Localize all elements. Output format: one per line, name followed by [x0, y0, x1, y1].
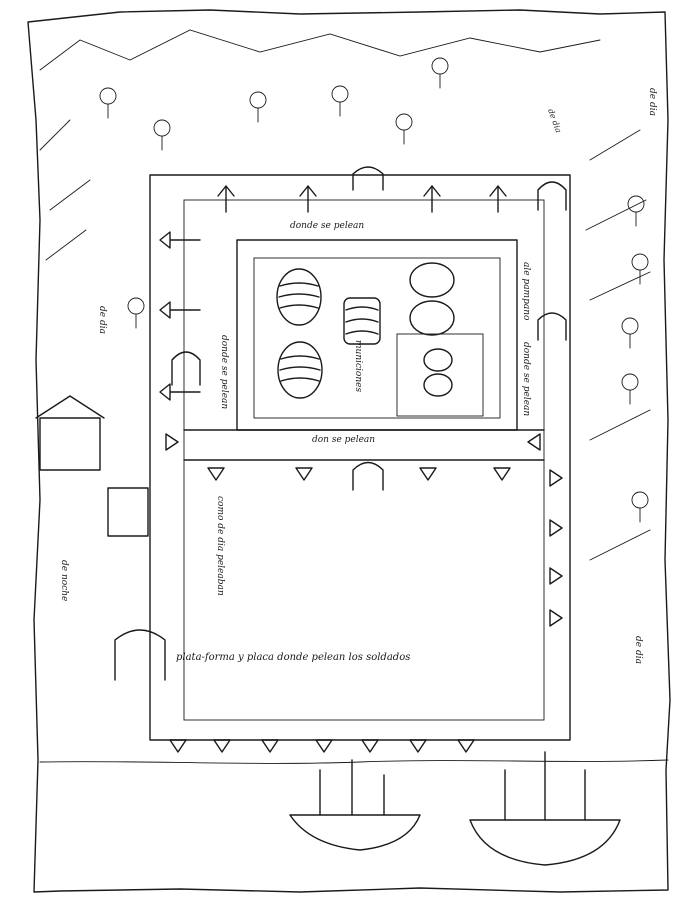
label-right-lower: de dia [633, 636, 643, 664]
wall-triangles [165, 433, 563, 753]
label-inner-left: donde se pelean [219, 335, 229, 409]
wall-cannons [159, 185, 507, 401]
label-inner-right-a: ale pampano [521, 262, 531, 321]
shoreline [39, 759, 669, 764]
paper-border [27, 9, 671, 893]
label-bottom-inner: don se pelean [312, 435, 375, 445]
outer-wall [149, 174, 571, 741]
inner-keep [236, 239, 518, 431]
label-left-margin-b: de noche [59, 560, 69, 601]
label-top-wall: donde se pelean [290, 221, 364, 231]
trees [99, 57, 649, 523]
label-plaza: plata-forma y placa donde pelean los sol… [176, 652, 410, 663]
label-left-margin-a: de dia [97, 306, 107, 334]
barrel-group [276, 262, 455, 399]
label-inner-right-b: donde se pelean [521, 342, 531, 416]
church-building [35, 395, 105, 471]
hills-hatching [39, 29, 651, 561]
label-center: municiones [353, 340, 363, 392]
powder-room [396, 333, 484, 417]
label-courtyard-left: como de dia peleaban [215, 496, 225, 596]
label-top-right-corner: de dia [546, 108, 563, 135]
gate-arches [114, 166, 567, 681]
courtyard-wall [183, 429, 545, 461]
label-right-margin: de dia [647, 88, 657, 116]
tower-building [107, 487, 149, 537]
ship-left [289, 759, 421, 851]
ship-right [469, 751, 621, 866]
inner-keep-inner [253, 257, 501, 419]
